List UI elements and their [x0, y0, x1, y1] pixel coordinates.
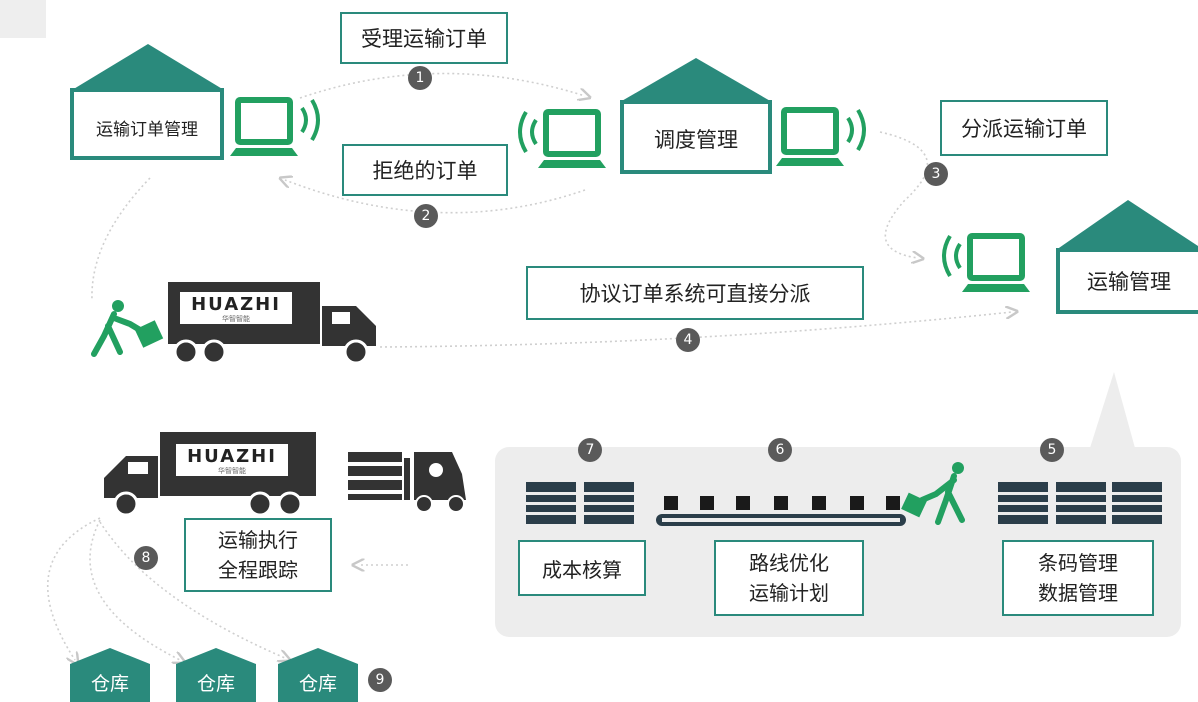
- warehouse-2: 仓库: [196, 673, 235, 695]
- cost-box: 成本核算: [518, 540, 646, 596]
- house-transport-label: 运输管理: [1087, 270, 1171, 294]
- house-order-mgmt: [70, 44, 224, 160]
- forklift-cargo: [348, 452, 466, 513]
- barcode-line1: 条码管理: [1038, 551, 1118, 575]
- truck-bottom-brand-sub: 华智智能: [218, 467, 246, 475]
- house-transport: [1056, 200, 1198, 314]
- route-line1: 路线优化: [749, 551, 829, 575]
- computers: [230, 97, 1030, 292]
- truck-top-brand: HUAZHI 华智智能: [180, 292, 292, 324]
- truck-top-brand-name: HUAZHI: [191, 294, 281, 315]
- route-plan-box: 路线优化 运输计划: [714, 540, 864, 616]
- truck-top-brand-sub: 华智智能: [222, 315, 250, 323]
- step-badge-4: 4: [676, 328, 700, 352]
- execution-line2: 全程跟踪: [218, 558, 298, 582]
- house-dispatch: [620, 58, 772, 174]
- truck-bottom: [104, 432, 316, 517]
- house-order-mgmt-label: 运输订单管理: [96, 119, 198, 140]
- route-line2: 运输计划: [749, 581, 829, 605]
- truck-top: [91, 282, 376, 365]
- conveyor: [656, 496, 906, 526]
- racks-left: [526, 482, 634, 524]
- execution-box: 运输执行 全程跟踪: [184, 518, 332, 592]
- step-badge-6: 6: [768, 438, 792, 462]
- corner-block: [0, 0, 46, 38]
- accept-order-box: 受理运输订单: [340, 12, 508, 64]
- execution-line1: 运输执行: [218, 528, 298, 552]
- step-badge-3: 3: [924, 162, 948, 186]
- step-badge-7: 7: [578, 438, 602, 462]
- truck-bottom-brand: HUAZHI 华智智能: [176, 444, 288, 476]
- step-badge-2: 2: [414, 204, 438, 228]
- step-badge-1: 1: [408, 66, 432, 90]
- reject-order-box: 拒绝的订单: [342, 144, 508, 196]
- protocol-dispatch-box: 协议订单系统可直接分派: [526, 266, 864, 320]
- warehouse-3: 仓库: [298, 673, 337, 695]
- step-badge-9: 9: [368, 668, 392, 692]
- barcode-data-box: 条码管理 数据管理: [1002, 540, 1154, 616]
- truck-bottom-brand-name: HUAZHI: [187, 446, 277, 467]
- step-badge-8: 8: [134, 546, 158, 570]
- step-badge-5: 5: [1040, 438, 1064, 462]
- racks-right: [998, 482, 1162, 524]
- warehouse-1: 仓库: [90, 673, 129, 695]
- worker-cart-panel: [901, 462, 965, 525]
- barcode-line2: 数据管理: [1038, 581, 1118, 605]
- assign-order-box: 分派运输订单: [940, 100, 1108, 156]
- house-dispatch-label: 调度管理: [654, 128, 738, 152]
